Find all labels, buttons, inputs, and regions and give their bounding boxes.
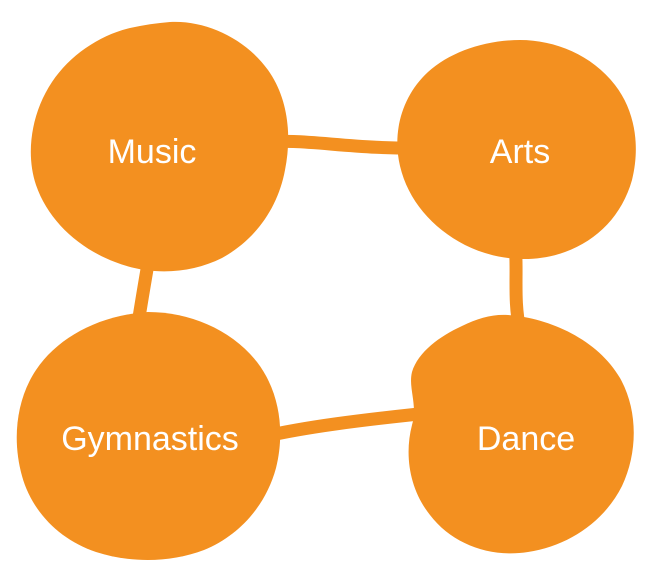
node-dance-label: Dance: [477, 420, 575, 458]
node-gymnastics-label: Gymnastics: [61, 420, 239, 458]
node-music-label: Music: [108, 133, 197, 171]
node-dance: Dance: [408, 314, 634, 554]
node-arts: Arts: [397, 40, 636, 260]
node-dance-shape: [408, 314, 634, 554]
node-arts-label: Arts: [490, 133, 550, 171]
node-music-shape: [30, 21, 289, 272]
node-gymnastics: Gymnastics: [16, 312, 281, 561]
node-arts-shape: [397, 40, 636, 260]
node-music: Music: [30, 21, 289, 272]
node-gymnastics-shape: [16, 312, 281, 561]
